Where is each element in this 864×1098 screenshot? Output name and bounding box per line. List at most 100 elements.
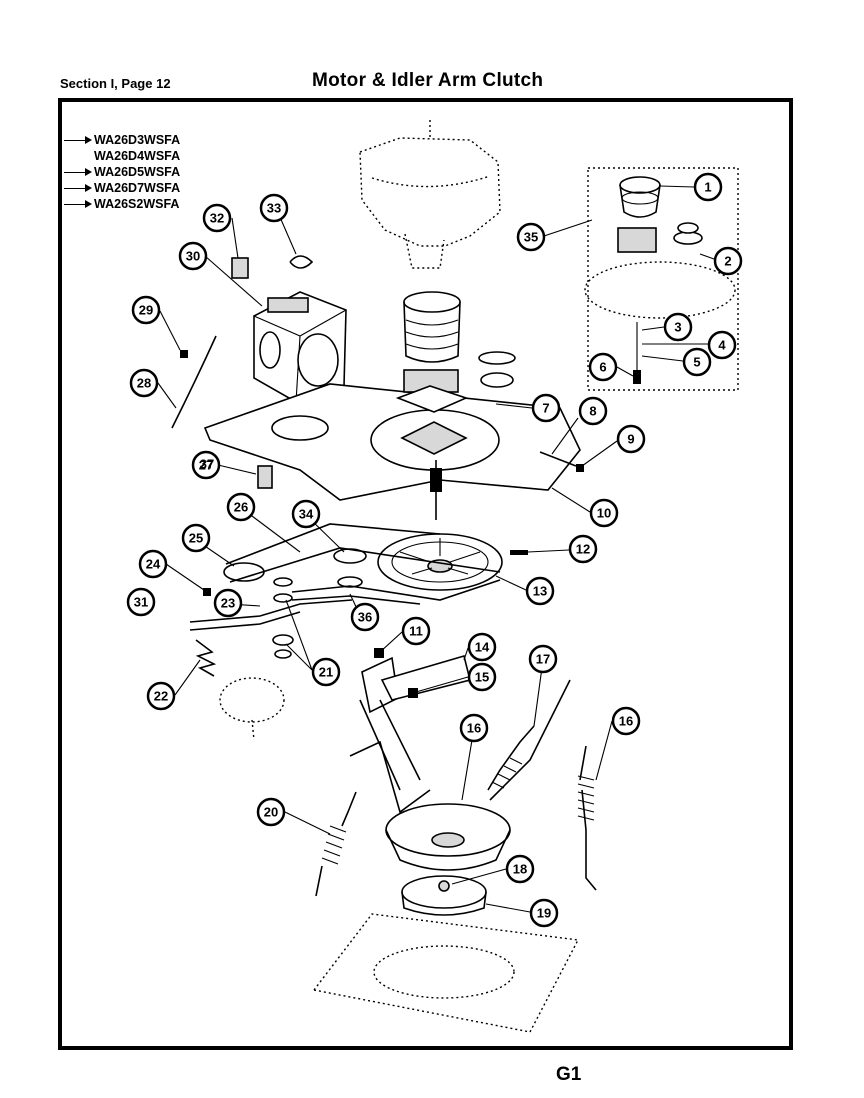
- svg-text:16: 16: [619, 714, 633, 729]
- callout-27: 27: [191, 450, 221, 480]
- callout-36: 36: [350, 602, 380, 632]
- model-row: WA26D7WSFA: [60, 180, 180, 196]
- callout-20: 20: [256, 797, 286, 827]
- svg-text:30: 30: [186, 249, 200, 264]
- svg-text:32: 32: [210, 211, 224, 226]
- svg-text:11: 11: [409, 624, 423, 639]
- model-code: WA26D5WSFA: [94, 165, 181, 179]
- callout-23: 23: [213, 588, 243, 618]
- callout-5: 5: [682, 347, 712, 377]
- svg-text:8: 8: [589, 404, 596, 419]
- svg-text:7: 7: [542, 401, 549, 416]
- callout-4: 4: [707, 330, 737, 360]
- callout-29: 29: [131, 295, 161, 325]
- callout-35: 35: [516, 222, 546, 252]
- callout-9: 9: [616, 424, 646, 454]
- page-title: Motor & Idler Arm Clutch: [312, 70, 544, 91]
- svg-text:1: 1: [704, 180, 711, 195]
- svg-text:25: 25: [189, 531, 203, 546]
- svg-text:18: 18: [513, 862, 527, 877]
- callout-25: 25: [181, 523, 211, 553]
- svg-text:3: 3: [674, 320, 681, 335]
- clutch-assembly: [395, 291, 516, 520]
- model-code: WA26D3WSFA: [94, 133, 181, 147]
- svg-text:15: 15: [475, 670, 489, 685]
- svg-text:27: 27: [199, 458, 213, 473]
- model-row: WA26D3WSFA: [60, 132, 180, 148]
- callout-13: 13: [525, 576, 555, 606]
- model-row: WA26S2WSFA: [60, 196, 180, 212]
- svg-text:37: 37: [200, 457, 214, 472]
- callout-21: 21: [311, 657, 341, 687]
- arrow-icon: [60, 164, 94, 180]
- callout-3: 3: [663, 312, 693, 342]
- callout-34: 34: [291, 499, 321, 529]
- callout-30: 30: [178, 241, 208, 271]
- arrow-icon: [60, 132, 94, 148]
- svg-text:5: 5: [693, 355, 700, 370]
- page-code: G1: [556, 1064, 582, 1085]
- callout-10: 10: [589, 498, 619, 528]
- model-code: WA26D4WSFA: [94, 149, 181, 163]
- callout-33: 33: [259, 193, 289, 223]
- svg-text:24: 24: [146, 557, 161, 572]
- svg-text:14: 14: [475, 640, 490, 655]
- callout-7: 7: [531, 393, 561, 423]
- svg-text:10: 10: [597, 506, 611, 521]
- callout-22: 22: [146, 681, 176, 711]
- section-page-label: Section I, Page 12: [60, 76, 171, 91]
- callout-11: 11: [401, 616, 431, 646]
- springs: [195, 639, 597, 897]
- callout-2: 2: [713, 246, 743, 276]
- svg-text:33: 33: [267, 201, 281, 216]
- svg-text:19: 19: [537, 906, 551, 921]
- inset-box: [584, 167, 739, 391]
- callout-38: 16: [611, 706, 641, 736]
- svg-text:13: 13: [533, 584, 547, 599]
- base-plate-outline: [219, 677, 580, 1033]
- model-code: WA26S2WSFA: [94, 197, 180, 211]
- svg-text:16: 16: [467, 721, 481, 736]
- svg-text:9: 9: [627, 432, 634, 447]
- svg-text:20: 20: [264, 805, 278, 820]
- svg-text:2: 2: [724, 254, 731, 269]
- small-parts: [171, 255, 584, 698]
- svg-text:22: 22: [154, 689, 168, 704]
- callout-32: 32: [202, 203, 232, 233]
- model-list: WA26D3WSFA WA26D4WSFA WA26D5WSFA WA26D7W…: [60, 132, 180, 212]
- transmission-outline: [359, 120, 501, 269]
- pulleys-belts: [189, 523, 528, 659]
- arrow-icon: [60, 180, 94, 196]
- callout-17: 17: [528, 644, 558, 674]
- model-code: WA26D7WSFA: [94, 181, 181, 195]
- svg-text:29: 29: [139, 303, 153, 318]
- callout-12: 12: [568, 534, 598, 564]
- motor: [253, 291, 347, 441]
- callout-18: 18: [505, 854, 535, 884]
- callout-15: 15: [467, 662, 497, 692]
- callout-16: 16: [459, 713, 489, 743]
- callout-8: 8: [578, 396, 608, 426]
- callout-31: 31: [126, 587, 156, 617]
- mounting-plate: [203, 383, 581, 501]
- svg-text:28: 28: [137, 376, 151, 391]
- callout-1: 1: [693, 172, 723, 202]
- callout-28: 28: [129, 368, 159, 398]
- model-row: WA26D5WSFA: [60, 164, 180, 180]
- svg-text:31: 31: [134, 595, 148, 610]
- svg-text:4: 4: [718, 338, 726, 353]
- idler-arm-bracket: [349, 654, 571, 916]
- svg-text:17: 17: [536, 652, 550, 667]
- svg-text:12: 12: [576, 542, 590, 557]
- model-row: WA26D4WSFA: [60, 148, 180, 164]
- callout-14: 14: [467, 632, 497, 662]
- callout-19: 19: [529, 898, 559, 928]
- svg-text:21: 21: [319, 665, 333, 680]
- callout-26: 26: [226, 492, 256, 522]
- callout-6: 6: [588, 352, 618, 382]
- callout-24: 24: [138, 549, 168, 579]
- arrow-icon: [60, 196, 94, 212]
- callout-37: 37: [200, 457, 214, 472]
- diagram-frame: [58, 98, 793, 1050]
